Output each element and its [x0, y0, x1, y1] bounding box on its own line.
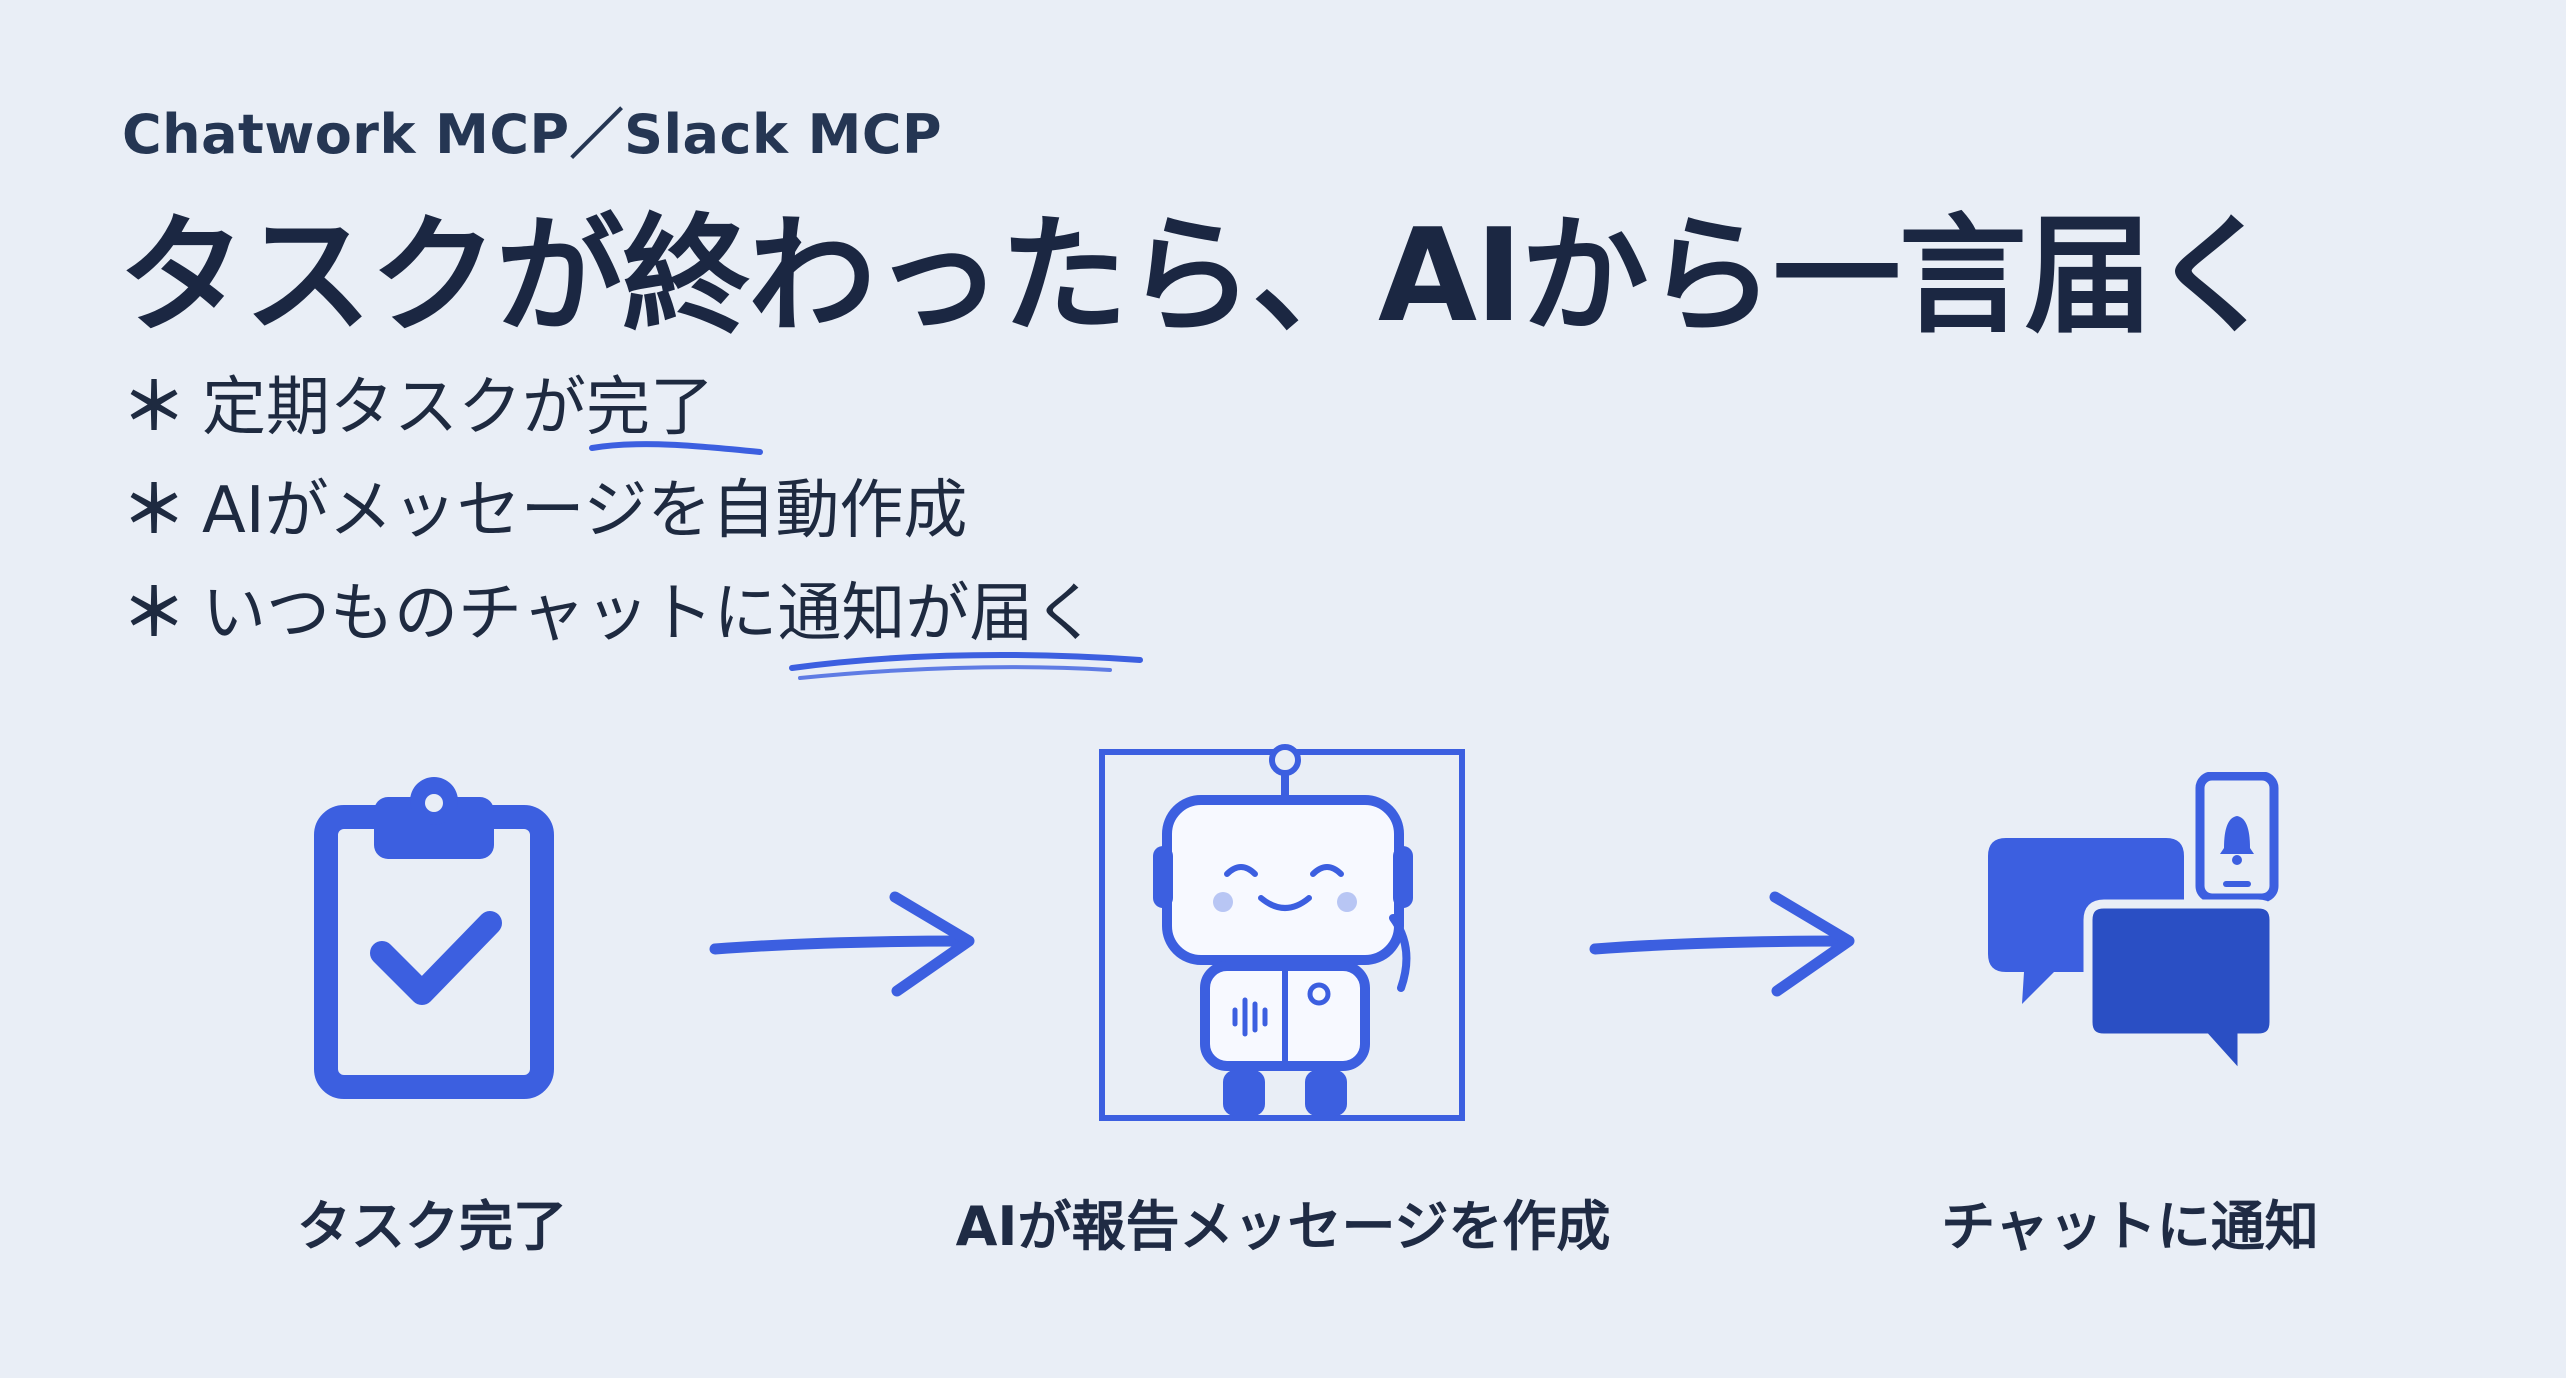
bullet-item: ＊定期タスクが完了: [122, 368, 1097, 471]
step-label: AIが報告メッセージを作成: [955, 1195, 1611, 1258]
asterisk-icon: ＊: [122, 577, 186, 651]
chat-notification-icon: [1988, 772, 2279, 1090]
subtitle: Chatwork MCP／Slack MCP: [122, 103, 943, 166]
page-title: タスクが終わったら、AIから一言届く: [118, 202, 2279, 351]
bullet-item: ＊AIがメッセージを自動作成: [122, 471, 1097, 574]
bullet-text: いつものチャットに通知が届く: [202, 577, 1098, 651]
asterisk-icon: ＊: [122, 371, 186, 445]
clipboard-check-icon: [314, 777, 554, 1099]
step-label: チャットに通知: [1941, 1195, 2319, 1258]
bullet-list: ＊定期タスクが完了 ＊AIがメッセージを自動作成 ＊いつものチャットに通知が届く: [122, 368, 1097, 677]
arrow-right-icon: [709, 891, 975, 997]
bullet-text: AIがメッセージを自動作成: [202, 474, 968, 548]
arrow-right-icon: [1589, 891, 1855, 997]
step-label: タスク完了: [297, 1195, 567, 1258]
bullet-item: ＊いつものチャットに通知が届く: [122, 574, 1097, 677]
robot-icon: [1099, 744, 1465, 1121]
bullet-text: 定期タスクが完了: [202, 371, 714, 445]
asterisk-icon: ＊: [122, 474, 186, 548]
